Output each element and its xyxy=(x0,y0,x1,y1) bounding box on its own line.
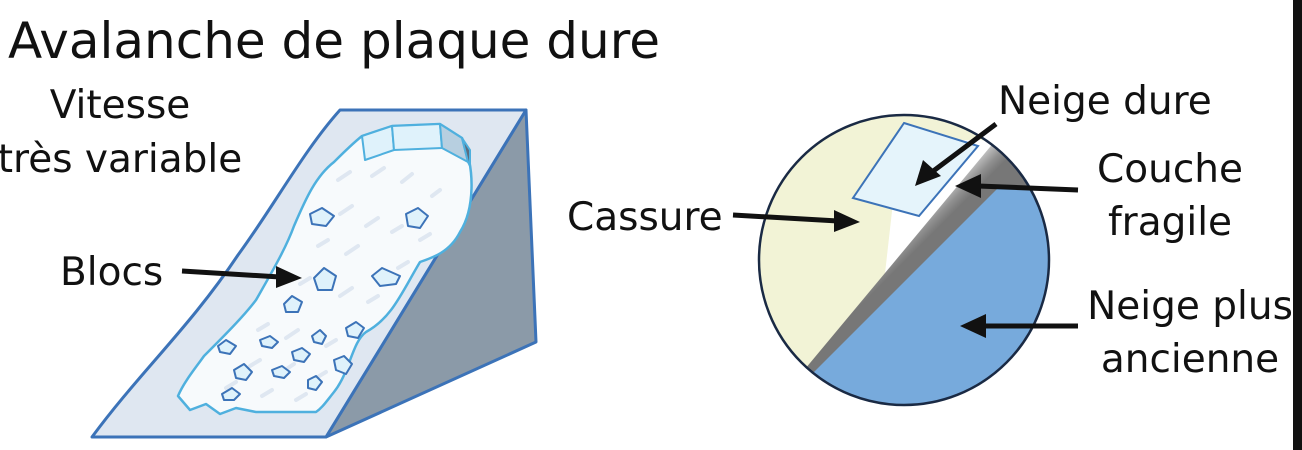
speed-label-line1: Vitesse xyxy=(49,83,191,128)
break-label: Cassure xyxy=(567,195,723,240)
snow-block xyxy=(259,335,279,349)
snow-block xyxy=(313,267,337,291)
break-arrow xyxy=(732,210,860,232)
snow-block xyxy=(217,339,237,355)
hard-snow-label: Neige dure xyxy=(998,79,1212,124)
snow-block xyxy=(283,295,303,313)
snow-block xyxy=(221,387,241,401)
blocks-label: Blocs xyxy=(60,250,164,295)
blocks-arrow xyxy=(181,266,302,288)
snow-block xyxy=(291,347,311,363)
snow-blocks xyxy=(217,207,429,401)
old-snow-label-line1: Neige plus xyxy=(1087,284,1293,329)
old-snow-layer xyxy=(800,186,1049,405)
old-snow-label-line2: ancienne xyxy=(1100,337,1280,382)
snow-block xyxy=(311,329,327,345)
snow-block xyxy=(333,355,353,375)
hard-snow-arrow xyxy=(915,122,998,186)
snow-block xyxy=(405,207,429,229)
snow-block xyxy=(345,321,365,339)
slope-illustration xyxy=(90,108,538,439)
cross-section-circle xyxy=(757,113,1051,407)
speed-label-line2: très variable xyxy=(0,137,243,182)
diagram-title: Avalanche de plaque dure xyxy=(8,12,660,70)
weak-layer-label-line1: Couche xyxy=(1097,147,1243,192)
right-edge-bar xyxy=(1293,0,1302,450)
crown-slab xyxy=(361,123,471,167)
hard-snow-slab xyxy=(851,121,980,218)
weak-layer-arrow xyxy=(955,174,1079,198)
snow-block xyxy=(307,375,323,391)
old-snow-arrow xyxy=(960,314,1078,338)
snow-block xyxy=(309,207,335,227)
weak-layer-label-line2: fragile xyxy=(1107,200,1233,245)
snow-block xyxy=(233,363,253,381)
snow-block xyxy=(271,365,291,379)
snow-block xyxy=(371,267,401,287)
